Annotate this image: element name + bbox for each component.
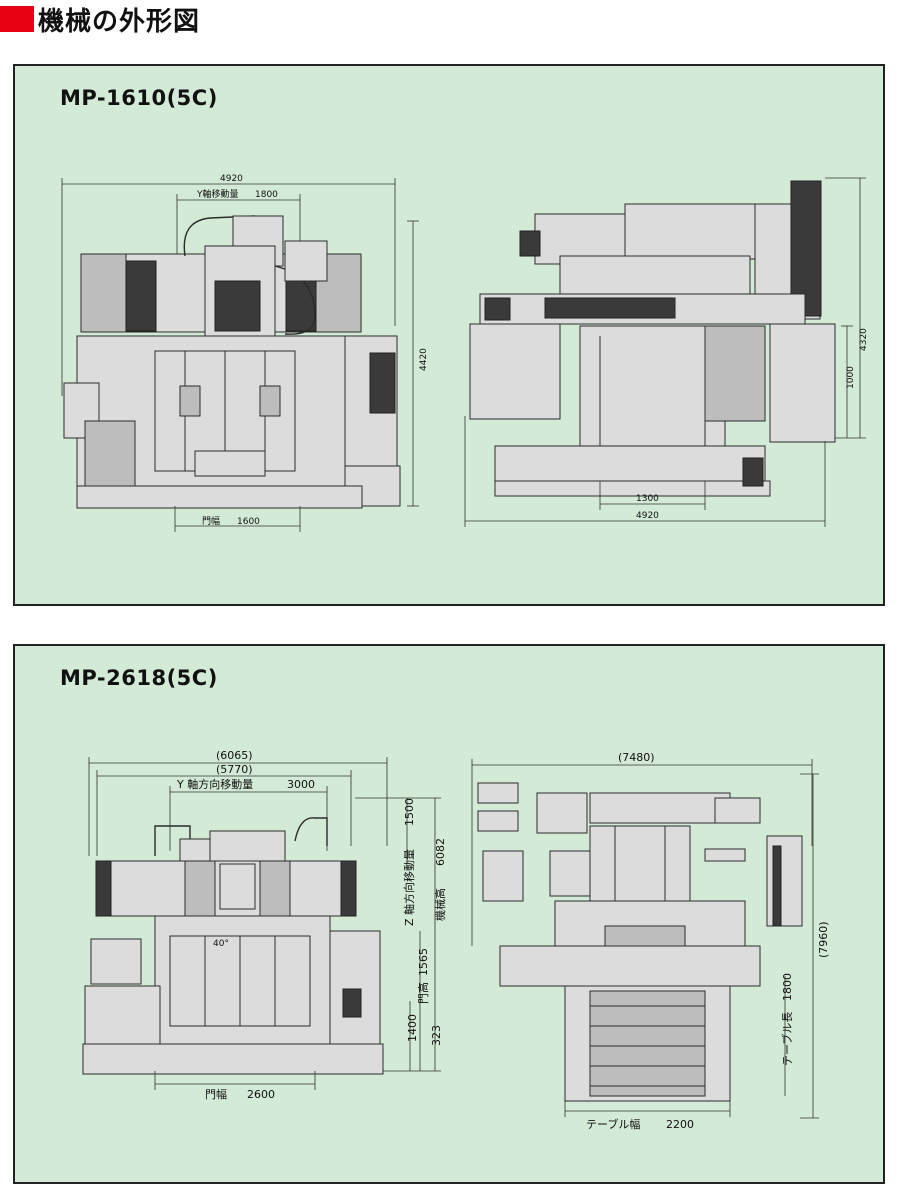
- page-header: 機械の外形図: [0, 4, 200, 37]
- side-overall-height: (7960): [817, 921, 830, 958]
- mp1610-front-view: 4920 Y軸移動量 1800 4420: [61, 174, 429, 532]
- mp1610-side-view: 4320 1000: [464, 177, 869, 527]
- dim-overall-width: 4920: [220, 174, 243, 184]
- table-width-label: テーブル幅: [586, 1117, 640, 1131]
- z-travel-value: 6082: [434, 838, 447, 866]
- model-title: MP-2618(5C): [60, 666, 218, 690]
- dim-323: 323: [430, 1025, 443, 1046]
- mp2618-drawings: (6065) (5770) Y 軸方向移動量 3000 1500 Z 軸方向移動…: [82, 749, 830, 1131]
- gate-height-value: 1565: [417, 948, 430, 976]
- y-travel-value: 1800: [255, 190, 278, 200]
- gate-width-value: 2600: [247, 1088, 275, 1101]
- mp1610-panel: MP-1610(5C) 4920 Y軸移動量 1800 4420: [13, 64, 885, 606]
- mp2618-front-view: (6065) (5770) Y 軸方向移動量 3000 1500 Z 軸方向移動…: [82, 749, 447, 1101]
- machine-height-label: 機械高: [433, 888, 447, 921]
- angle-label: 40°: [213, 939, 229, 949]
- y-travel-label: Y 軸方向移動量: [176, 777, 253, 791]
- side-overall-length: 4920: [636, 511, 659, 521]
- dim-1400: 1400: [406, 1014, 419, 1042]
- page-title: 機械の外形図: [38, 6, 201, 37]
- dim-overall-width: (6065): [216, 749, 253, 762]
- side-dim-1000: 1000: [846, 366, 856, 389]
- side-height: 4320: [859, 328, 869, 351]
- gate-width-label: 門幅: [205, 1088, 227, 1101]
- mp2618-side-view: (7480) (7960) 1800 テーブル長: [471, 751, 830, 1131]
- side-overall-length: (7480): [618, 751, 655, 764]
- red-square-icon: [0, 6, 34, 32]
- table-width-value: 2200: [666, 1118, 694, 1131]
- gate-height-label: 門高: [416, 982, 430, 1004]
- z-travel-label: Z 軸方向移動量: [402, 849, 416, 926]
- table-length-value: 1800: [781, 973, 794, 1001]
- dim-1500: 1500: [403, 798, 416, 826]
- table-length-label: テーブル長: [780, 1012, 794, 1066]
- mp2618-panel: MP-2618(5C) (6065) (5770) Y 軸方向移動量 3000: [13, 644, 885, 1184]
- model-title: MP-1610(5C): [60, 86, 218, 110]
- gate-width-label: 門幅: [202, 515, 220, 527]
- dim-height: 4420: [419, 348, 429, 371]
- dim-width-2: (5770): [216, 763, 253, 776]
- mp1610-drawings: 4920 Y軸移動量 1800 4420: [61, 174, 869, 532]
- side-dim-1300: 1300: [636, 494, 659, 504]
- y-travel-label: Y軸移動量: [196, 188, 239, 200]
- y-travel-value: 3000: [287, 778, 315, 791]
- gate-width-value: 1600: [237, 517, 260, 527]
